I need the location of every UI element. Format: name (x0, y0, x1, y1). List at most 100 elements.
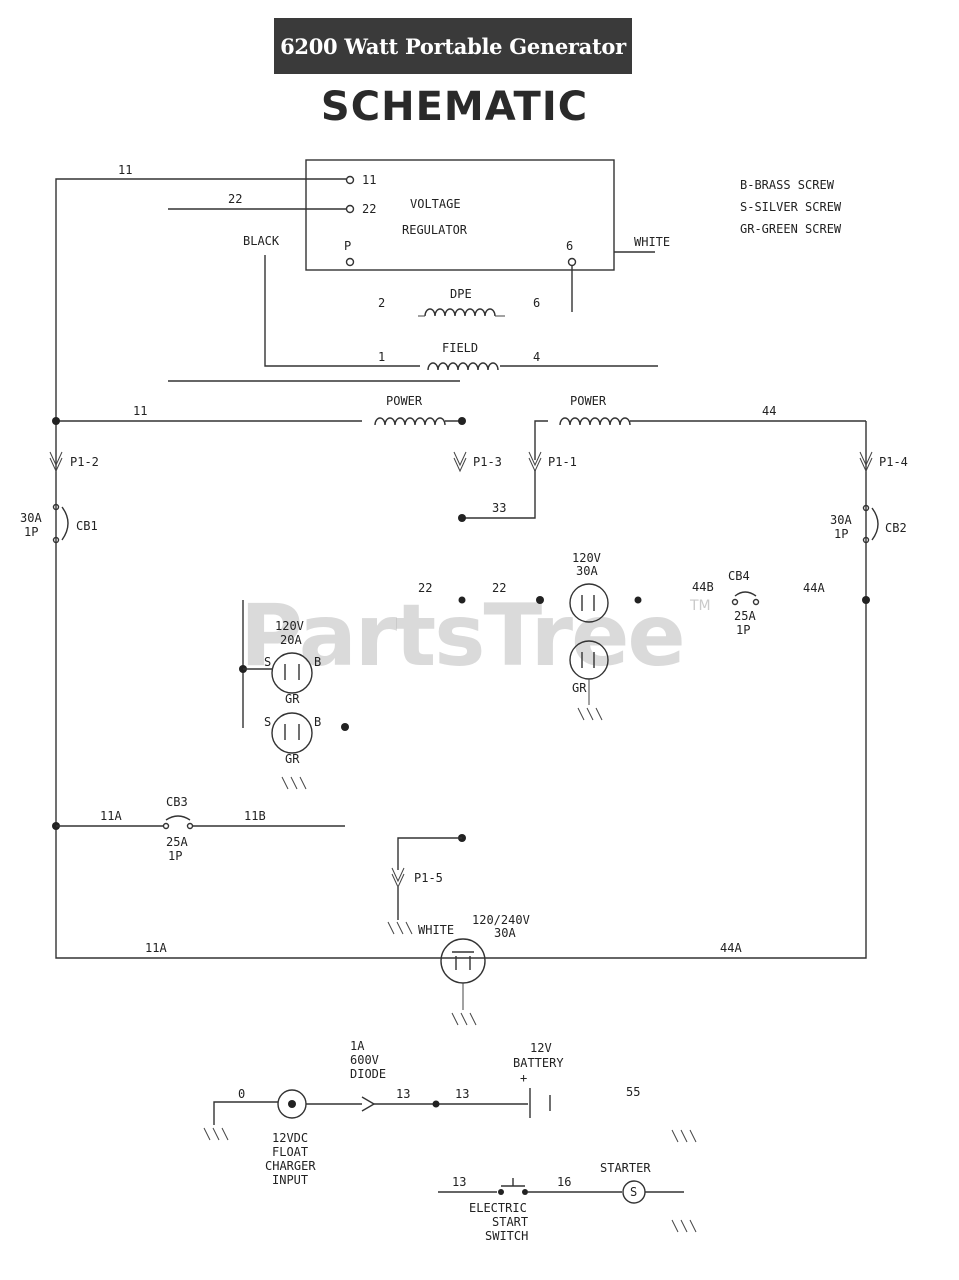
screw-label: GR (572, 681, 587, 695)
terminal-label: 11 (362, 173, 376, 187)
watermark-tm: TM (690, 598, 711, 614)
receptacle-amps: 30A (576, 564, 598, 578)
starter-symbol: S (630, 1185, 637, 1199)
switch-label: ELECTRIC (469, 1201, 527, 1215)
terminal-label: 22 (362, 202, 376, 216)
starter-label: STARTER (600, 1161, 651, 1175)
wire-label: 13 (396, 1087, 410, 1101)
circuit-breaker-cb1: 30A 1P CB1 (20, 503, 98, 544)
wire-label: WHITE (418, 923, 454, 937)
receptacle-amps: 30A (494, 926, 516, 940)
charger-circuit: 0 1A 600V DIODE 13 13 12V BATTERY + 55 1… (203, 1039, 697, 1187)
wire-label: 44 (762, 404, 776, 418)
charger-label: CHARGER (265, 1159, 316, 1173)
screw-label: GR (285, 692, 300, 706)
diagram-banner: 6200 Watt Portable Generator (274, 18, 632, 74)
wire-label: 55 (626, 1085, 640, 1099)
wire-label: 33 (492, 501, 506, 515)
wire-label: 44A (720, 941, 742, 955)
legend-item: S-SILVER SCREW (740, 200, 842, 214)
charger-label: 12VDC (272, 1131, 308, 1145)
wire-label: 44A (803, 581, 825, 595)
diode-label: DIODE (350, 1067, 386, 1081)
breaker-label: CB3 (166, 795, 188, 809)
wire-label: 11B (244, 809, 266, 823)
wire-label: 13 (452, 1175, 466, 1189)
wire-label: 11A (145, 941, 167, 955)
breaker-pole: 1P (24, 525, 38, 539)
connector-label: P1-4 (879, 455, 908, 469)
terminal-label: 6 (566, 239, 573, 253)
screw-label: B (314, 655, 321, 669)
diode-label: 1A (350, 1039, 365, 1053)
regulator-label: VOLTAGE (410, 197, 461, 211)
regulator-wiring: 11 22 BLACK WHITE (55, 163, 867, 959)
receptacle-amps: 20A (280, 633, 302, 647)
wire-label: 11A (100, 809, 122, 823)
breaker-label: CB2 (885, 521, 907, 535)
screw-label: S (264, 655, 271, 669)
wire-label: BLACK (243, 234, 280, 248)
connector-label: P1-2 (70, 455, 99, 469)
receptacle-120v-20a: 120V 20A S B GR S B GR (239, 600, 349, 790)
wire-label: 0 (238, 1087, 245, 1101)
diagram-title: SCHEMATIC (320, 84, 589, 130)
breaker-rating: 25A (734, 609, 756, 623)
switch-label: START (492, 1215, 528, 1229)
coil-terminal: 6 (533, 296, 540, 310)
charger-label: FLOAT (272, 1145, 308, 1159)
diode-label: 600V (350, 1053, 379, 1067)
legend-item: GR-GREEN SCREW (740, 222, 842, 236)
field-coil: FIELD 1 4 (378, 341, 540, 371)
breaker-rating: 30A (20, 511, 42, 525)
screw-legend: B-BRASS SCREW S-SILVER SCREW GR-GREEN SC… (740, 174, 841, 240)
connector-label: P1-5 (414, 871, 443, 885)
wire-label: 22 (492, 581, 506, 595)
coil-terminal: 1 (378, 350, 385, 364)
breaker-label: CB4 (728, 569, 750, 583)
battery-terminal: + (520, 1071, 527, 1085)
circuit-breaker-cb2: 30A 1P CB2 (830, 504, 907, 544)
wire-label: 11 (133, 404, 147, 418)
start-circuit: 13 16 STARTER S ELECTRIC START SWITCH (438, 1161, 697, 1243)
screw-label: B (314, 715, 321, 729)
receptacle-120v-30a: 22 22 120V 30A GR 44B CB4 25A 1P 44A (418, 551, 870, 721)
breaker-rating: 25A (166, 835, 188, 849)
switch-label: SWITCH (485, 1229, 528, 1243)
screw-label: S (264, 715, 271, 729)
power-winding-left: POWER 11 (52, 394, 466, 426)
coil-terminal: 2 (378, 296, 385, 310)
wire-label: 13 (455, 1087, 469, 1101)
battery-label: BATTERY (513, 1056, 564, 1070)
legend-item: B-BRASS SCREW (740, 178, 834, 192)
screw-label: GR (285, 752, 300, 766)
breaker-label: CB1 (76, 519, 98, 533)
wire-label: 16 (557, 1175, 571, 1189)
connector-label: P1-1 (548, 455, 577, 469)
battery-label: 12V (530, 1041, 552, 1055)
connector-label: P1-3 (473, 455, 502, 469)
wire-label: 22 (228, 192, 242, 206)
regulator-label: REGULATOR (402, 223, 468, 237)
plug-connectors: P1-2 P1-3 P1-1 P1-4 33 (49, 451, 908, 522)
breaker-pole: 1P (736, 623, 750, 637)
receptacle-voltage: 120/240V (472, 913, 530, 927)
coil-label: DPE (450, 287, 472, 301)
voltage-regulator: VOLTAGE REGULATOR 11 22 P 6 (305, 159, 615, 271)
coil-label: POWER (386, 394, 423, 408)
wire-label: 22 (418, 581, 432, 595)
terminal-label: P (344, 239, 351, 253)
coil-label: FIELD (442, 341, 478, 355)
receptacle-voltage: 120V (275, 619, 304, 633)
wire-label: WHITE (634, 235, 670, 249)
coil-label: POWER (570, 394, 607, 408)
wire-label: 44B (692, 580, 714, 594)
wire-label: 11 (118, 163, 132, 177)
breaker-rating: 30A (830, 513, 852, 527)
circuit-breaker-cb3: 11A CB3 25A 1P 11B (52, 795, 345, 863)
dpe-coil: DPE 2 6 (378, 287, 540, 317)
breaker-pole: 1P (834, 527, 848, 541)
charger-label: INPUT (272, 1173, 308, 1187)
breaker-pole: 1P (168, 849, 182, 863)
